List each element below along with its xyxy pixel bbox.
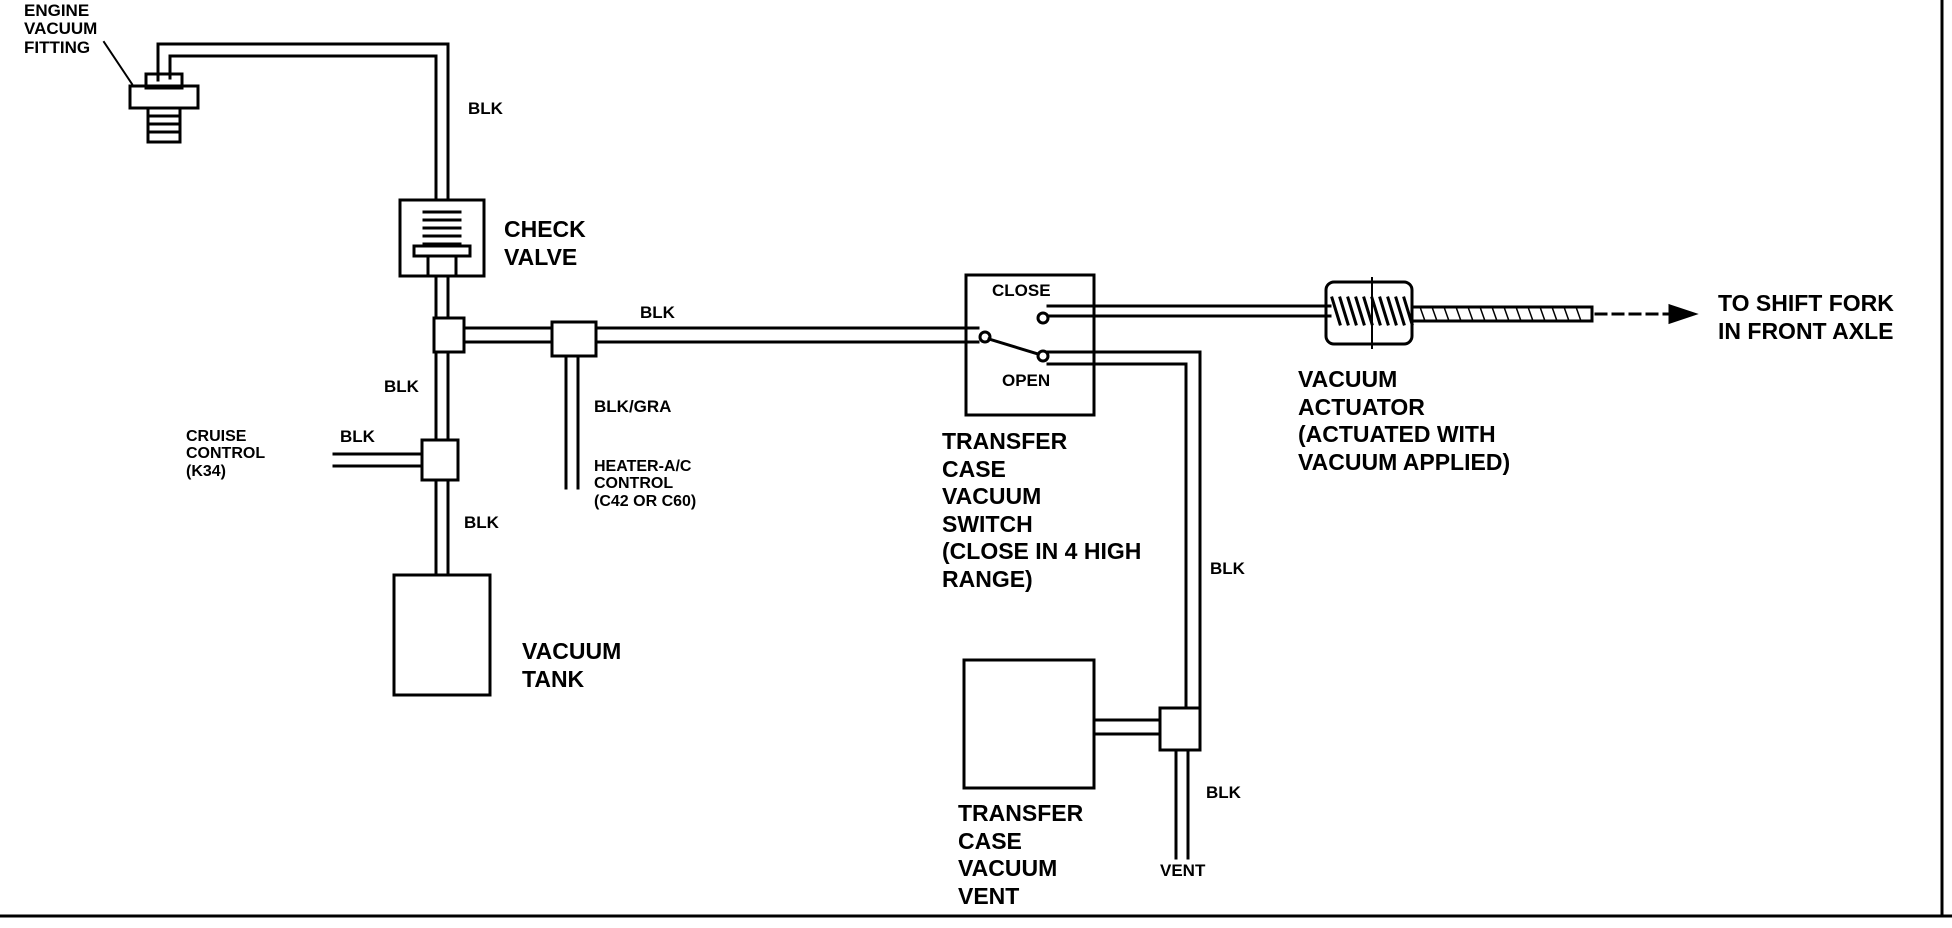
fitting-leader-line xyxy=(102,40,134,86)
hose-color-blk-to-switch: BLK xyxy=(640,303,675,322)
hose-color-blk-tank: BLK xyxy=(464,513,499,532)
hose-color-blk-cruise: BLK xyxy=(340,427,375,446)
heater-ac-control-label: HEATER-A/C CONTROL (C42 OR C60) xyxy=(594,458,697,510)
switch-open-port-label: OPEN xyxy=(1002,371,1051,390)
vent-label: VENT xyxy=(1160,861,1206,880)
tee-fitting-upper xyxy=(432,316,466,354)
hose-vent-outlet xyxy=(1174,748,1190,860)
tee-fitting-heater xyxy=(550,320,598,358)
vacuum-actuator-label: VACUUM ACTUATOR (ACTUATED WITH VACUUM AP… xyxy=(1298,366,1511,475)
check-valve xyxy=(398,198,486,278)
hose-engine-to-check-valve xyxy=(156,42,450,202)
hose-to-vent-box xyxy=(1092,718,1162,736)
tee-fitting-cruise xyxy=(420,438,460,482)
hose-heater-ac xyxy=(564,354,580,490)
transfer-case-vacuum-vent-box xyxy=(962,658,1096,790)
vacuum-tank xyxy=(392,573,492,697)
hose-to-switch xyxy=(462,326,980,344)
vacuum-tank-label: VACUUM TANK xyxy=(522,638,622,692)
hose-color-blk-right: BLK xyxy=(1210,559,1245,578)
transfer-case-vacuum-switch xyxy=(964,273,1096,417)
vacuum-actuator xyxy=(1324,277,1594,349)
engine-vacuum-fitting-label: ENGINE VACUUM FITTING xyxy=(24,1,98,57)
shift-fork-arrow-head xyxy=(1668,303,1699,325)
engine-vacuum-fitting xyxy=(128,72,200,144)
switch-close-port-label: CLOSE xyxy=(992,281,1051,300)
hose-open-to-vent xyxy=(1046,350,1202,727)
hose-cruise-control xyxy=(332,452,424,468)
hose-color-blk-top: BLK xyxy=(468,99,503,118)
cruise-control-label: CRUISE CONTROL (K34) xyxy=(186,428,266,480)
to-shift-fork-label: TO SHIFT FORK IN FRONT AXLE xyxy=(1718,290,1894,344)
hose-color-blk-gra: BLK/GRA xyxy=(594,397,672,416)
check-valve-label: CHECK VALVE xyxy=(504,216,586,270)
hose-close-to-actuator xyxy=(1046,304,1332,318)
tee-fitting-vent xyxy=(1158,706,1202,752)
transfer-case-vacuum-vent-label: TRANSFER CASE VACUUM VENT xyxy=(958,800,1084,909)
hose-color-blk-left: BLK xyxy=(384,377,419,396)
transfer-case-vacuum-switch-label: TRANSFER CASE VACUUM SWITCH (CLOSE IN 4 … xyxy=(942,428,1142,592)
hose-color-blk-vent: BLK xyxy=(1206,783,1241,802)
